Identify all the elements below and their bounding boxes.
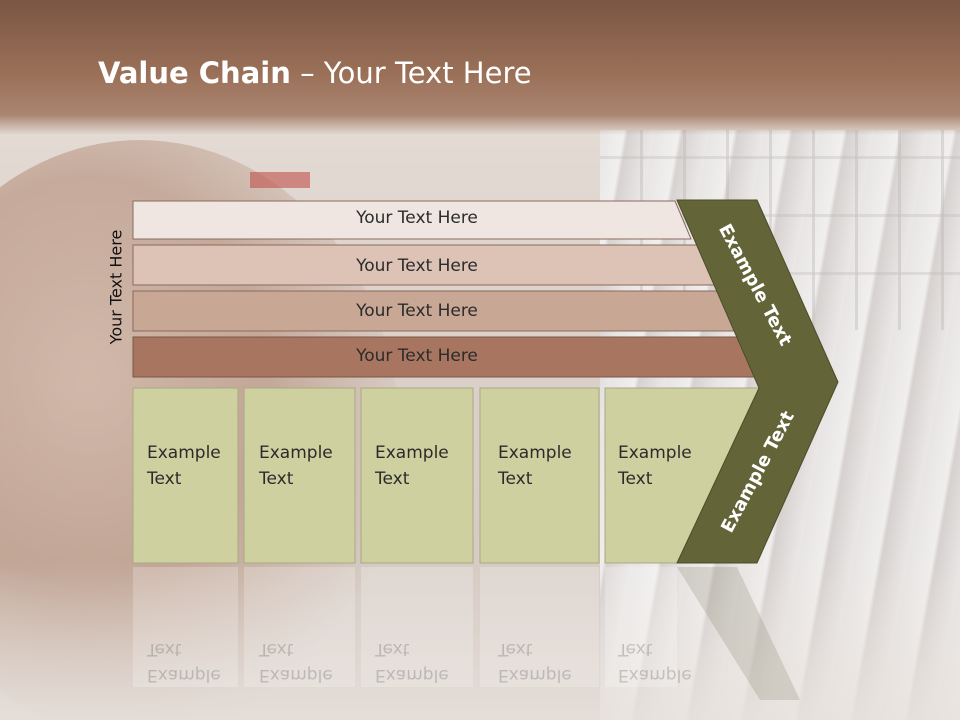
slide-title: Value Chain – Your Text Here (98, 56, 532, 90)
background-photo-detail (250, 172, 310, 188)
box-label-reflection: Example Text (147, 639, 221, 685)
box-label-reflection: Example Text (259, 639, 333, 685)
title-bold: Value Chain (98, 56, 291, 90)
title-rest: – Your Text Here (290, 56, 532, 90)
box-label: Example Text (259, 443, 333, 489)
box-label: Example Text (375, 443, 449, 489)
box-reflection (605, 567, 677, 687)
activity-box (243, 387, 356, 564)
chevron-reflection (677, 567, 800, 700)
box-label: Example Text (618, 443, 692, 489)
box-reflection (244, 567, 355, 687)
box-reflection (361, 567, 473, 687)
activity-box (479, 387, 600, 564)
band-label: Your Text Here (356, 346, 478, 366)
band-label: Your Text Here (356, 256, 478, 276)
band-label: Your Text Here (356, 301, 478, 321)
box-label: Example Text (498, 443, 572, 489)
title-bar (0, 0, 960, 135)
band-label: Your Text Here (356, 208, 478, 228)
box-label: Example Text (147, 443, 221, 489)
box-label-reflection: Example Text (375, 639, 449, 685)
box-label-reflection: Example Text (498, 639, 572, 685)
band-shape (132, 200, 692, 240)
box-reflection (480, 567, 599, 687)
box-reflection (133, 567, 238, 687)
activity-box (360, 387, 474, 564)
reflection-group (133, 567, 800, 700)
box-label-reflection: Example Text (618, 639, 692, 685)
margin-chevron (676, 199, 839, 564)
activity-box (132, 387, 239, 564)
background-fade (0, 560, 960, 720)
